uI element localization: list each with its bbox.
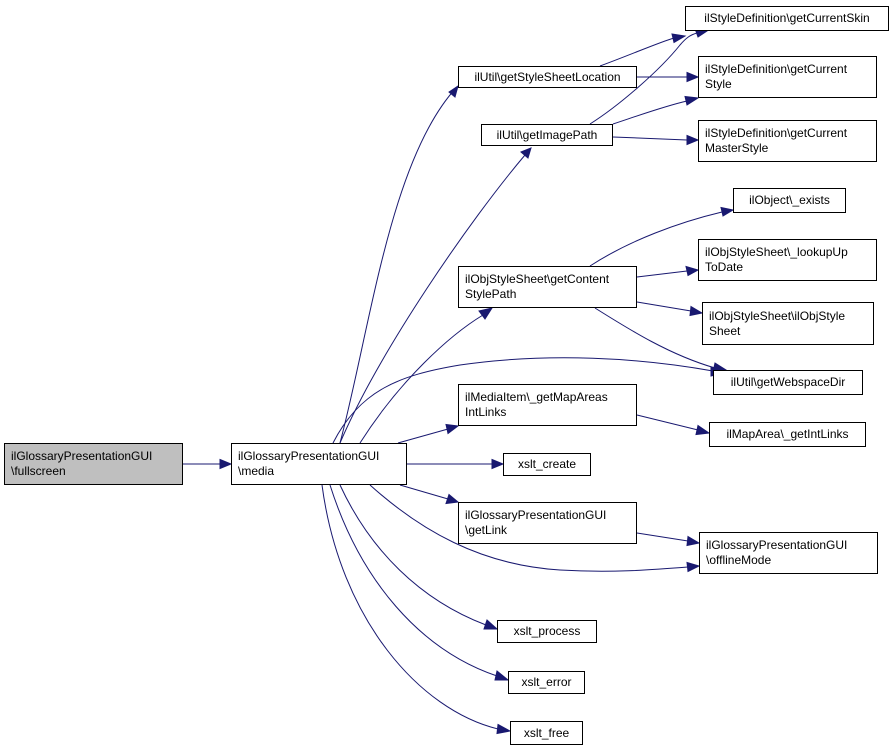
edge-media-getWebspaceDir xyxy=(332,357,714,444)
edge-arrowhead xyxy=(720,206,735,217)
edge-arrowhead xyxy=(496,723,512,735)
edge-arrowhead xyxy=(483,619,499,630)
node-getMapAreasIntLinks[interactable]: ilMediaItem\_getMapAreas IntLinks xyxy=(458,384,637,426)
edge-arrowhead xyxy=(689,305,704,317)
edge-media-xslt_process xyxy=(339,484,487,626)
node-getIntLinks[interactable]: ilMapArea\_getIntLinks xyxy=(709,422,866,447)
edge-arrowhead xyxy=(445,423,460,435)
node-getCurrentMasterStyle[interactable]: ilStyleDefinition\getCurrent MasterStyle xyxy=(698,120,877,162)
edge-arrowhead xyxy=(448,84,459,98)
edge-arrowhead xyxy=(686,134,700,146)
edge-arrowhead xyxy=(686,535,701,547)
edge-getContentStylePath-getWebspaceDir xyxy=(594,307,716,369)
node-xslt_process[interactable]: xslt_process xyxy=(497,620,597,643)
edge-arrowhead xyxy=(219,458,233,470)
node-getCurrentStyle[interactable]: ilStyleDefinition\getCurrent Style xyxy=(698,56,877,98)
edge-media-getImagePath xyxy=(339,154,526,444)
edge-getImagePath-getCurrentStyle xyxy=(612,100,688,125)
edge-media-getStyleSheetLocation xyxy=(339,87,457,444)
edge-getMapAreasIntLinks-getIntLinks xyxy=(636,414,699,431)
edge-media-offlineMode xyxy=(369,484,689,572)
edge-arrowhead xyxy=(685,265,700,277)
edge-arrowhead xyxy=(491,458,505,470)
edge-arrowhead xyxy=(494,670,510,681)
edge-getImagePath-getCurrentSkin xyxy=(589,32,698,125)
edge-getStyleSheetLocation-getCurrentSkin xyxy=(599,37,675,67)
edge-media-xslt_free xyxy=(321,484,499,730)
node-getStyleSheetLocation[interactable]: ilUtil\getStyleSheetLocation xyxy=(458,66,637,88)
edge-getContentStylePath-ilObjStyleSheet xyxy=(636,301,692,312)
node-offlineMode[interactable]: ilGlossaryPresentationGUI \offlineMode xyxy=(699,532,878,574)
edge-getContentStylePath-exists xyxy=(589,211,723,267)
edge-arrowhead xyxy=(686,71,700,83)
node-media[interactable]: ilGlossaryPresentationGUI \media xyxy=(231,443,407,485)
edge-arrowhead xyxy=(686,561,701,573)
node-getLink[interactable]: ilGlossaryPresentationGUI \getLink xyxy=(458,502,637,544)
edge-arrowhead xyxy=(520,147,532,159)
node-lookupUpToDate[interactable]: ilObjStyleSheet\_lookupUp ToDate xyxy=(698,239,877,281)
node-getCurrentSkin[interactable]: ilStyleDefinition\getCurrentSkin xyxy=(685,6,889,31)
node-fullscreen: ilGlossaryPresentationGUI \fullscreen xyxy=(4,443,183,485)
node-xslt_create[interactable]: xslt_create xyxy=(503,453,591,476)
edge-media-xslt_error xyxy=(329,484,498,677)
edge-getContentStylePath-lookupUpToDate xyxy=(636,270,688,278)
node-xslt_error[interactable]: xslt_error xyxy=(508,671,585,694)
node-getContentStylePath[interactable]: ilObjStyleSheet\getContent StylePath xyxy=(458,266,637,308)
edge-arrowhead xyxy=(695,424,711,436)
edge-media-getLink xyxy=(399,484,449,500)
node-getImagePath[interactable]: ilUtil\getImagePath xyxy=(481,124,613,146)
node-getWebspaceDir[interactable]: ilUtil\getWebspaceDir xyxy=(713,370,863,395)
edge-media-getContentStylePath xyxy=(359,314,484,444)
node-exists[interactable]: ilObject\_exists xyxy=(733,188,846,213)
node-xslt_free[interactable]: xslt_free xyxy=(510,721,583,745)
edge-arrowhead xyxy=(684,95,700,106)
edge-getLink-offlineMode xyxy=(636,532,689,542)
edge-getImagePath-getCurrentMasterStyle xyxy=(612,136,688,141)
edge-arrowhead xyxy=(478,307,494,320)
node-ilObjStyleSheet[interactable]: ilObjStyleSheet\ilObjStyle Sheet xyxy=(702,302,874,345)
edge-arrowhead xyxy=(445,493,460,505)
edge-media-getMapAreasIntLinks xyxy=(397,428,449,444)
edge-arrowhead xyxy=(671,33,687,44)
